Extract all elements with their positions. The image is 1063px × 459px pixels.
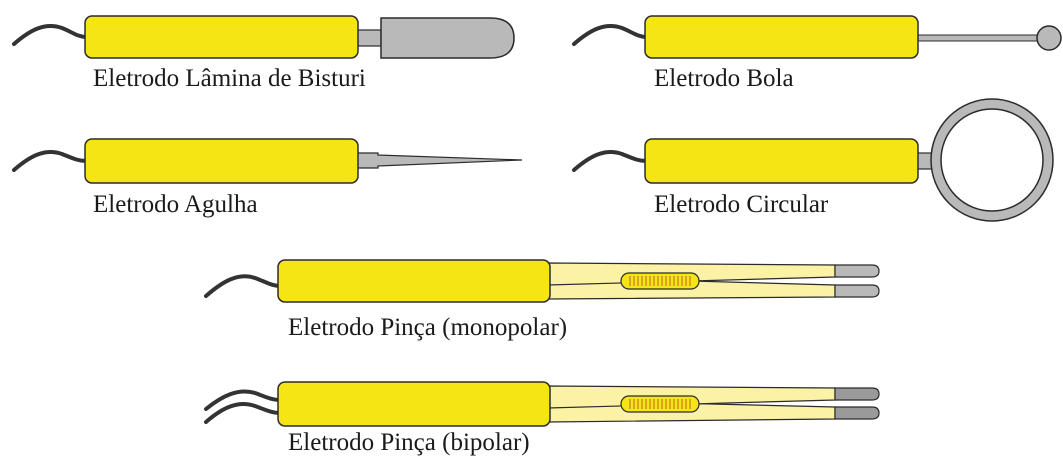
cable-1 [206,391,280,409]
label-monopolar-forceps-electrode: Eletrodo Pinça (monopolar) [288,315,567,340]
handle [278,260,550,302]
label-needle-electrode: Eletrodo Agulha [93,192,258,217]
cable [206,276,280,296]
label-blade-electrode: Eletrodo Lâmina de Bisturi [93,66,366,91]
label-loop-electrode: Eletrodo Circular [654,192,828,217]
forceps-lower-tip [835,407,879,419]
handle [278,382,550,426]
forceps-lower-tip [835,285,879,297]
metal-collar [356,30,381,46]
label-ball-electrode: Eletrodo Bola [654,66,794,91]
handle [85,16,358,58]
handle [645,16,918,58]
cable [14,152,86,170]
bipolar-forceps-electrode [206,382,879,426]
handle [645,139,918,183]
scalpel-blade-tip [381,18,514,58]
handle [85,139,358,183]
forceps-grip [621,396,699,412]
needle-tip [356,153,522,168]
ball-shaft [916,35,1048,41]
forceps-grip [621,273,699,289]
cable [14,26,86,44]
ball-electrode [574,16,1061,58]
monopolar-forceps-electrode [206,260,879,302]
label-bipolar-forceps-electrode: Eletrodo Pinça (bipolar) [288,430,530,455]
cable [574,152,646,170]
cable-2 [206,404,280,422]
loop-ring-inner [941,109,1043,211]
needle-electrode [14,139,522,183]
blade-electrode [14,16,514,58]
cable [574,26,646,44]
ball-tip [1037,26,1061,50]
forceps-upper-tip [835,265,879,277]
forceps-upper-tip [835,388,879,400]
